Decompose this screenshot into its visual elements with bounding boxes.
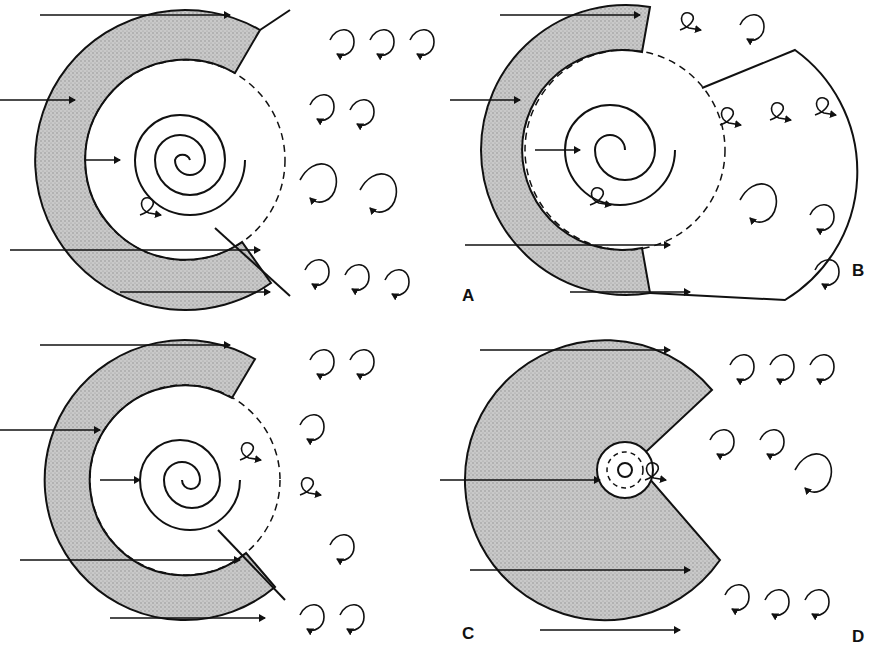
shell-panel-c <box>0 340 374 630</box>
panel-letter: A <box>462 287 474 304</box>
panel-letter: B <box>852 262 864 279</box>
shell-panel-a <box>0 10 434 310</box>
shell-panel-b <box>450 5 857 300</box>
panel-letter: C <box>462 625 474 642</box>
panel-letter: D <box>852 628 864 645</box>
shell-panel-d <box>440 340 834 630</box>
